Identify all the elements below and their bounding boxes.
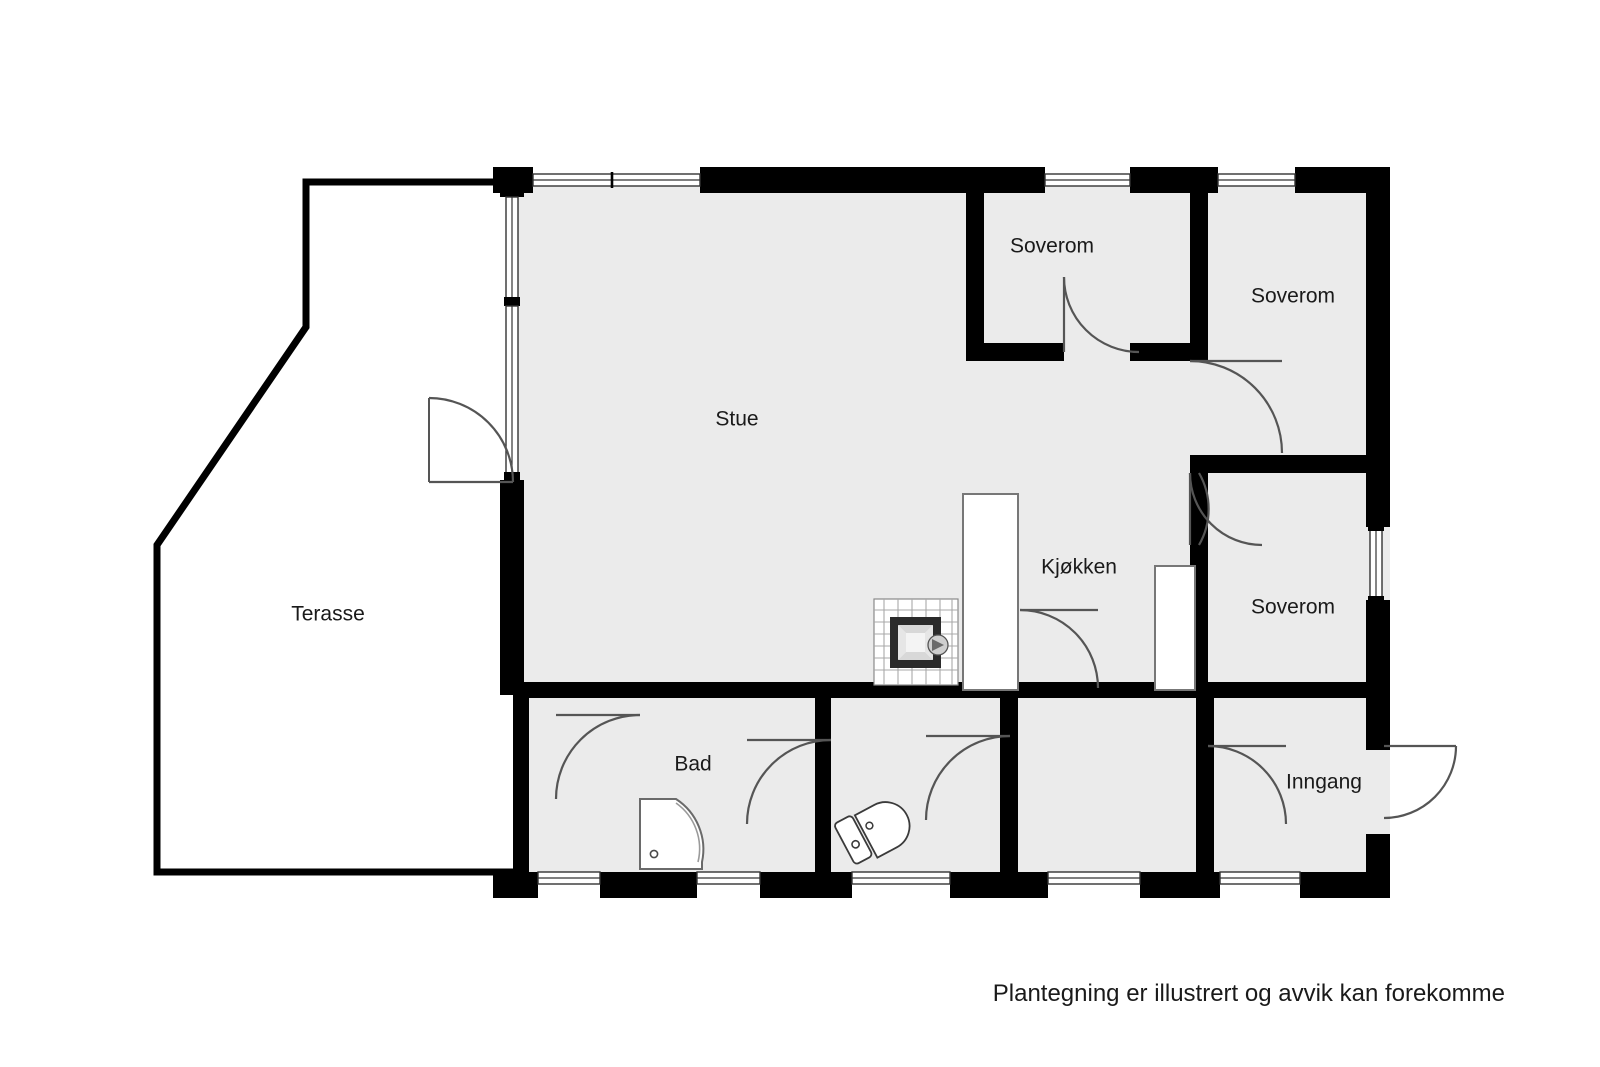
window-bottom-4: [1047, 871, 1141, 885]
kitchen-counter-tall: [962, 493, 1019, 691]
door-wc: [745, 738, 832, 825]
window-bottom-1: [537, 871, 601, 885]
window-bottom-2: [696, 871, 761, 885]
door-terrace: [428, 396, 515, 484]
room-label-soverom2: Soverom: [1251, 285, 1335, 308]
window-left-1: [504, 196, 520, 306]
toilet-icon: [834, 801, 911, 865]
window-bottom-3: [851, 871, 951, 885]
windows: [504, 172, 1384, 885]
terrace-outline: [153, 178, 513, 876]
door-soverom2: [1189, 359, 1284, 454]
room-labels: Terasse Stue Soverom Soverom Soverom Kjø…: [291, 235, 1362, 794]
door-inngang-inner: [1207, 744, 1288, 825]
door-entrance: [1383, 744, 1458, 820]
room-label-bad: Bad: [674, 753, 711, 776]
room-label-soverom1: Soverom: [1010, 235, 1094, 258]
room-label-soverom3: Soverom: [1251, 596, 1335, 619]
room-label-terasse: Terasse: [291, 603, 365, 626]
door-kjokken: [1019, 608, 1100, 689]
room-label-stue: Stue: [715, 408, 758, 431]
door-soverom1: [1062, 276, 1140, 354]
window-top-3: [1217, 173, 1296, 187]
door-soverom3: [1188, 472, 1263, 547]
window-bottom-5: [1219, 871, 1301, 885]
interior-walls: [513, 193, 1390, 878]
window-right-1: [1368, 523, 1384, 604]
fireplace-stove-icon: [873, 598, 959, 686]
window-top-2: [1044, 173, 1131, 187]
door-bad: [554, 713, 641, 800]
window-top-1: [532, 172, 701, 188]
kitchen-counter-small: [1154, 565, 1196, 691]
shower-cubicle-icon: [639, 798, 705, 870]
room-label-inngang: Inngang: [1286, 771, 1362, 794]
room-label-kjokken: Kjøkken: [1041, 556, 1117, 579]
window-left-2: [504, 305, 520, 482]
disclaimer-caption: Plantegning er illustrert og avvik kan f…: [993, 980, 1505, 1007]
doors: [428, 276, 1458, 825]
door-hall: [924, 734, 1011, 821]
exterior-masks: [140, 182, 513, 884]
